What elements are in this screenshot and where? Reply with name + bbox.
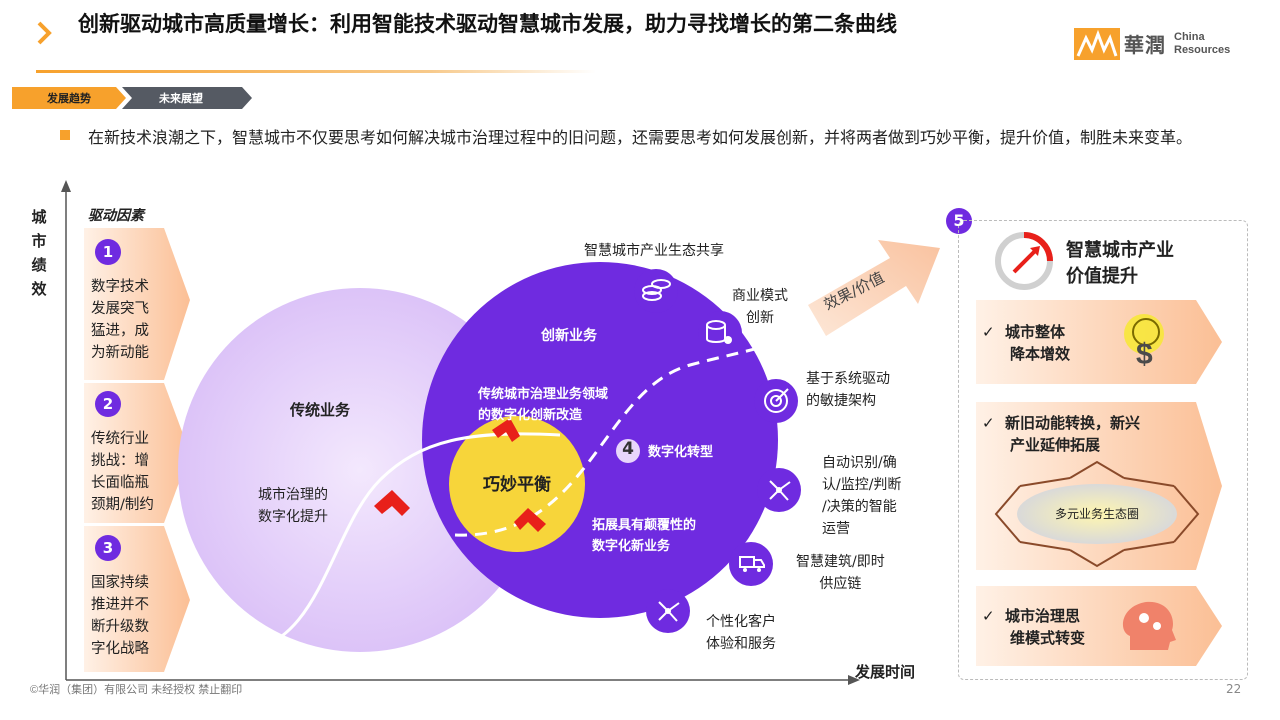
page-title: 创新驱动城市高质量增长：利用智能技术驱动智慧城市发展，助力寻找增长的第二条曲线 [78, 12, 897, 36]
innovation-business-label: 创新业务 [541, 328, 597, 344]
badge-5-number: 5 [953, 211, 965, 230]
value-card-3-text: ✓ 城市治理思 维模式转变 [982, 607, 1086, 647]
head-gears-icon [1122, 601, 1176, 650]
driver-text-1: 数字技术发展突飞猛进，成为新动能 [91, 279, 149, 361]
feature-agile-architecture-label: 基于系统驱动的敏捷架构 [806, 371, 890, 409]
growth-curve [239, 432, 561, 652]
logo-english-text: China Resources [1174, 31, 1231, 56]
database-gear-icon [698, 311, 742, 355]
value-panel [958, 220, 1248, 680]
check-icon: ✓ [982, 414, 995, 432]
feature-smart-building-label: 智慧建筑/即时供应链 [796, 554, 885, 592]
balance-label: 巧妙平衡 [483, 475, 551, 495]
intro-text: 在新技术浪潮之下，智慧城市不仅要思考如何解决城市治理过程中的旧问题，还需要思考如… [88, 128, 1193, 147]
driver-badge-2: 2 [95, 391, 121, 417]
value-card-2-text: ✓ 新旧动能转换，新兴 产业延伸拓展 [982, 414, 1141, 454]
feature-intelligent-ops-label: 自动识别/确认/监控/判断/决策的智能运营 [822, 455, 902, 537]
delivery-truck-icon [729, 542, 773, 586]
value-panel-title: 智慧城市产业价值提升 [1066, 240, 1174, 287]
breadcrumb-shapes [12, 87, 252, 109]
drivers-title: 驱动因素 [88, 208, 144, 224]
red-marker-3 [514, 508, 546, 532]
governance-label: 城市治理的数字化提升 [258, 487, 328, 525]
badge-4-number: 4 [622, 439, 634, 459]
traditional-business-label: 传统业务 [290, 401, 351, 419]
feature-customer-experience-label: 个性化客户体验和服务 [706, 614, 776, 652]
bullet-square [60, 130, 70, 140]
network-icon [757, 468, 801, 512]
badge-4 [616, 439, 640, 463]
driver-text-2: 传统行业挑战：增长面临瓶颈期/制约 [91, 431, 154, 513]
breadcrumb-trend[interactable]: 发展趋势 [47, 92, 91, 105]
page-number: 22 [1226, 682, 1242, 696]
y-axis-label: 城市绩效 [31, 208, 47, 298]
balance-circle [449, 416, 585, 552]
driver-badge-3: 3 [95, 535, 121, 561]
footer-copyright: ©华润（集团）有限公司 未经授权 禁止翻印 [30, 684, 243, 696]
legacy-domain-label: 传统城市治理业务领域的数字化创新改造 [478, 387, 609, 423]
gauge-icon [995, 232, 1053, 290]
cost-saving-icon: $ [1124, 314, 1164, 371]
x-axis-label: 发展时间 [855, 663, 916, 681]
driver-chevron-3 [84, 526, 190, 672]
network-icon [646, 589, 690, 633]
y-axis [61, 180, 71, 680]
new-business-label: 拓展具有颠覆性的数字化新业务 [592, 518, 697, 554]
coins-icon [634, 269, 678, 313]
chevron-right-icon [37, 21, 52, 45]
red-marker-1 [374, 490, 410, 516]
x-axis [66, 675, 860, 685]
value-card-1 [976, 300, 1222, 384]
check-icon: ✓ [982, 607, 995, 625]
check-icon: ✓ [982, 323, 995, 341]
driver-chevron-2 [84, 383, 190, 523]
feature-ecosystem-label: 智慧城市产业生态共享 [584, 243, 724, 259]
feature-business-model-label: 商业模式创新 [732, 288, 788, 326]
value-arrow [808, 240, 940, 336]
breadcrumb-outlook[interactable]: 未来展望 [159, 92, 203, 105]
driver-badge-1: 1 [95, 239, 121, 265]
driver-text-3: 国家持续推进并不断升级数字化战略 [91, 575, 149, 657]
transformation-curve [454, 343, 771, 537]
target-icon [754, 379, 798, 423]
logo-icon [1074, 28, 1120, 60]
driver-chevron-1 [84, 228, 190, 380]
svg-text:$: $ [1136, 338, 1153, 371]
logo-chinese-text: 華潤 [1124, 33, 1166, 57]
ecosystem-label: 多元业务生态圈 [1054, 507, 1139, 521]
title-divider [36, 70, 596, 73]
red-marker-2 [492, 418, 520, 442]
value-card-1-text: ✓ 城市整体 降本增效 [982, 323, 1071, 363]
transform-label: 数字化转型 [648, 445, 714, 460]
expand-arrows-icon [994, 460, 1200, 568]
